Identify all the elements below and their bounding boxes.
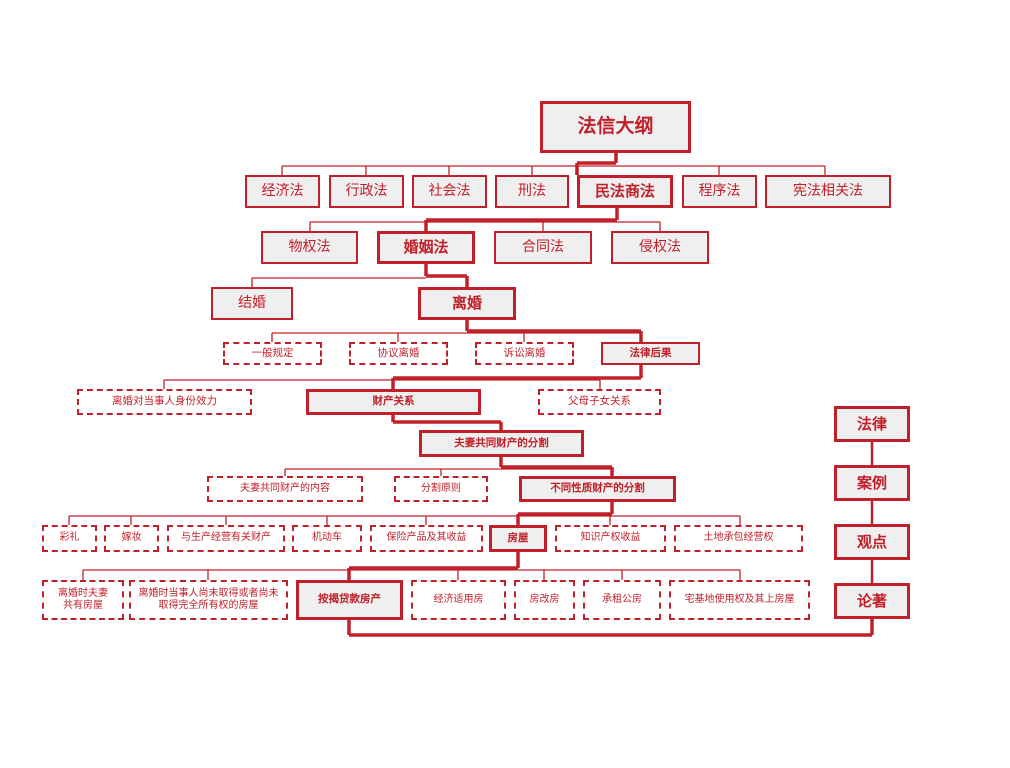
resource-laws[interactable]: 法律 — [834, 406, 910, 442]
node-parent-child-relations[interactable]: 父母子女关系 — [538, 389, 661, 415]
root-title[interactable]: 法信大纲 — [540, 101, 691, 153]
asset-house[interactable]: 房屋 — [489, 525, 547, 552]
house-mortgage[interactable]: 按揭贷款房产 — [296, 580, 403, 620]
node-agreed-divorce[interactable]: 协议离婚 — [349, 342, 448, 365]
asset-insurance[interactable]: 保险产品及其收益 — [370, 525, 483, 552]
resource-opinions[interactable]: 观点 — [834, 524, 910, 560]
branch-economic-law[interactable]: 经济法 — [245, 175, 320, 208]
house-reform[interactable]: 房改房 — [514, 580, 575, 620]
house-public-rental[interactable]: 承租公房 — [583, 580, 661, 620]
house-joint-owned-label: 离婚时夫妻共有房屋 — [58, 587, 108, 612]
branch-contract-law[interactable]: 合同法 — [494, 231, 592, 264]
resource-publications[interactable]: 论著 — [834, 583, 910, 619]
asset-business-property[interactable]: 与生产经营有关财产 — [167, 525, 285, 552]
node-different-property-division[interactable]: 不同性质财产的分割 — [519, 476, 676, 502]
house-joint-owned[interactable]: 离婚时夫妻共有房屋 — [42, 580, 124, 620]
node-general-provisions[interactable]: 一般规定 — [223, 342, 322, 365]
branch-procedural-law[interactable]: 程序法 — [682, 175, 757, 208]
branch-property-law[interactable]: 物权法 — [261, 231, 358, 264]
house-not-yet-owned-label: 离婚时当事人尚未取得或者尚未取得完全所有权的房屋 — [138, 587, 279, 612]
branch-social-law[interactable]: 社会法 — [412, 175, 487, 208]
branch-administrative-law[interactable]: 行政法 — [329, 175, 404, 208]
node-litigation-divorce[interactable]: 诉讼离婚 — [475, 342, 574, 365]
node-identity-effect[interactable]: 离婚对当事人身份效力 — [77, 389, 252, 415]
branch-criminal-law[interactable]: 刑法 — [495, 175, 569, 208]
asset-vehicle[interactable]: 机动车 — [292, 525, 362, 552]
asset-betrothal-gift[interactable]: 彩礼 — [42, 525, 97, 552]
house-affordable[interactable]: 经济适用房 — [411, 580, 506, 620]
asset-dowry[interactable]: 嫁妆 — [104, 525, 159, 552]
house-homestead[interactable]: 宅基地使用权及其上房屋 — [669, 580, 810, 620]
asset-ip-income[interactable]: 知识产权收益 — [555, 525, 666, 552]
branch-marriage-law[interactable]: 婚姻法 — [377, 231, 475, 264]
node-joint-property-content[interactable]: 夫妻共同财产的内容 — [207, 476, 363, 502]
resource-cases[interactable]: 案例 — [834, 465, 910, 501]
node-marriage[interactable]: 结婚 — [211, 287, 293, 320]
node-division-principle[interactable]: 分割原则 — [394, 476, 488, 502]
house-not-yet-owned[interactable]: 离婚时当事人尚未取得或者尚未取得完全所有权的房屋 — [129, 580, 288, 620]
branch-tort-law[interactable]: 侵权法 — [611, 231, 709, 264]
branch-constitutional-law[interactable]: 宪法相关法 — [765, 175, 891, 208]
node-property-relations[interactable]: 财产关系 — [306, 389, 481, 415]
node-joint-property-division[interactable]: 夫妻共同财产的分割 — [419, 430, 584, 457]
branch-civil-commercial-law[interactable]: 民法商法 — [577, 175, 673, 208]
node-divorce[interactable]: 离婚 — [418, 287, 516, 320]
asset-land-contract-right[interactable]: 土地承包经营权 — [674, 525, 803, 552]
node-legal-consequences[interactable]: 法律后果 — [601, 342, 700, 365]
